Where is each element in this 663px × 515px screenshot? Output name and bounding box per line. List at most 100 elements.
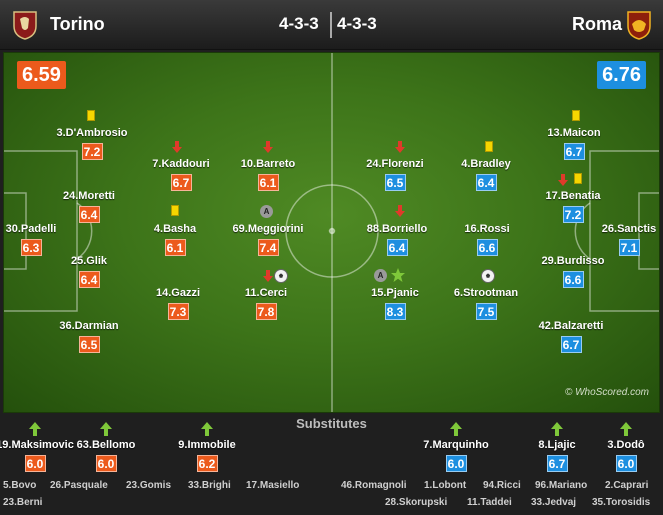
player-name: 30.Padelli (5, 223, 57, 235)
player-rating: 6.4 (78, 206, 100, 223)
player-away-borriello[interactable]: 88.Borriello 6.4 (347, 222, 447, 257)
player-name: 11.Cerci (244, 287, 288, 299)
player-name: 24.Florenzi (366, 158, 424, 170)
match-header: Torino 4-3-3 4-3-3 Roma (0, 0, 663, 50)
torino-crest-icon (13, 11, 37, 40)
yellow-card-icon (572, 110, 580, 121)
bench-player[interactable]: 23.Gomis (126, 480, 172, 491)
player-name: 88.Borriello (366, 223, 428, 235)
player-rating: 6.3 (20, 239, 42, 256)
player-name: 15.Pjanic (371, 287, 419, 299)
sub-on-arrow-icon (551, 422, 563, 436)
player-away-pjanic[interactable]: 15.Pjanic 8.3 (345, 286, 445, 321)
sub-home-bellomo[interactable]: 63.Bellomo 6.0 (66, 422, 146, 473)
sub-on-arrow-icon (29, 422, 41, 436)
player-name: 24.Moretti (63, 190, 115, 202)
player-home-basha[interactable]: 4.Basha 6.1 (125, 222, 225, 257)
home-team-rating: 6.59 (17, 61, 66, 89)
bench-player[interactable]: 1.Lobont (424, 480, 467, 491)
away-formation: 4-3-3 (337, 14, 377, 33)
player-name: 10.Barreto (240, 158, 296, 170)
player-home-meggiorini[interactable]: 69.Meggiorini 7.4 (218, 222, 318, 257)
player-rating: 6.4 (78, 271, 100, 288)
sub-home-maksimovic[interactable]: 19.Maksimovic 6.0 (0, 422, 75, 473)
player-away-sanctis[interactable]: 26.Sanctis 7.1 (579, 222, 659, 257)
away-team-name[interactable]: Roma (572, 14, 623, 34)
player-name: 3.Dodô (607, 439, 645, 451)
sub-off-arrow-icon (395, 205, 405, 217)
player-home-cerci[interactable]: 11.Cerci 7.8 (216, 286, 316, 321)
sub-on-arrow-icon (620, 422, 632, 436)
player-away-florenzi[interactable]: 24.Florenzi 6.5 (345, 157, 445, 192)
home-team-name[interactable]: Torino (50, 14, 105, 34)
player-rating: 7.2 (81, 143, 103, 160)
bench-player[interactable]: 33.Jedvaj (531, 497, 577, 508)
player-rating: 6.7 (170, 174, 192, 191)
sub-on-arrow-icon (100, 422, 112, 436)
sub-away-marquinho[interactable]: 7.Marquinho 6.0 (416, 422, 496, 473)
bench-player[interactable]: 33.Brighi (188, 480, 231, 491)
player-name: 7.Marquinho (423, 439, 489, 451)
pitch: 6.59 6.76 3.D'Ambrosio 7.2 7.Kaddouri 6.… (3, 52, 660, 413)
player-rating: 7.2 (562, 206, 584, 223)
bench-player[interactable]: 28.Skorupski (385, 497, 448, 508)
bench-player[interactable]: 96.Mariano (535, 480, 588, 491)
sub-home-immobile[interactable]: 9.Immobile 6.2 (167, 422, 247, 473)
pitch-markings (4, 53, 659, 412)
player-name: 36.Darmian (59, 320, 119, 332)
player-home-barreto[interactable]: 10.Barreto 6.1 (218, 157, 318, 192)
yellow-card-icon (171, 205, 179, 216)
bench-player[interactable]: 35.Torosidis (592, 497, 651, 508)
player-rating: 6.4 (386, 239, 408, 256)
player-home-dambrosio[interactable]: 3.D'Ambrosio 7.2 (42, 126, 142, 161)
bench-player[interactable]: 2.Caprari (605, 480, 649, 491)
bench-player[interactable]: 94.Ricci (483, 480, 521, 491)
sub-on-arrow-icon (450, 422, 462, 436)
player-away-maicon[interactable]: 13.Maicon 6.7 (524, 126, 624, 161)
player-name: 69.Meggiorini (232, 223, 304, 235)
bench-player[interactable]: 17.Masiello (246, 480, 300, 491)
sub-on-arrow-icon (201, 422, 213, 436)
player-rating: 7.1 (618, 239, 640, 256)
player-away-rossi[interactable]: 16.Rossi 6.6 (437, 222, 537, 257)
player-rating: 6.7 (546, 455, 568, 472)
player-away-strootman[interactable]: 6.Strootman 7.5 (436, 286, 536, 321)
player-rating: 6.0 (615, 455, 637, 472)
bench-player[interactable]: 23.Berni (3, 497, 43, 508)
player-name: 4.Bradley (461, 158, 511, 170)
sub-off-arrow-icon (558, 174, 568, 186)
bench-player[interactable]: 26.Pasquale (50, 480, 108, 491)
home-formation: 4-3-3 (279, 14, 319, 33)
bench-player[interactable]: 11.Taddei (467, 497, 512, 508)
player-rating: 6.1 (257, 174, 279, 191)
player-away-burdisso[interactable]: 29.Burdisso 6.6 (523, 254, 623, 289)
player-away-balzaretti[interactable]: 42.Balzaretti 6.7 (521, 319, 621, 354)
player-away-benatia[interactable]: 17.Benatia 7.2 (523, 189, 623, 224)
player-home-gazzi[interactable]: 14.Gazzi 7.3 (128, 286, 228, 321)
sub-off-arrow-icon (395, 141, 405, 153)
bench-player[interactable]: 46.Romagnoli (341, 480, 407, 491)
player-away-bradley[interactable]: 4.Bradley 6.4 (436, 157, 536, 192)
player-home-glik[interactable]: 25.Glik 6.4 (39, 254, 139, 289)
player-rating: 8.3 (384, 303, 406, 320)
player-name: 13.Maicon (547, 127, 601, 139)
bench-player[interactable]: 5.Bovo (3, 480, 37, 491)
star-icon (391, 268, 405, 282)
player-rating: 6.6 (476, 239, 498, 256)
player-home-darmian[interactable]: 36.Darmian 6.5 (39, 319, 139, 354)
substitutes-title: Substitutes (296, 416, 367, 431)
captain-icon: A (374, 269, 387, 282)
player-rating: 6.2 (196, 455, 218, 472)
sub-away-ljajic[interactable]: 8.Ljajic 6.7 (517, 422, 597, 473)
player-rating: 6.0 (95, 455, 117, 472)
player-rating: 6.0 (24, 455, 46, 472)
player-home-kaddouri[interactable]: 7.Kaddouri 6.7 (131, 157, 231, 192)
yellow-card-icon (485, 141, 493, 152)
player-home-padelli[interactable]: 30.Padelli 6.3 (4, 222, 81, 257)
player-home-moretti[interactable]: 24.Moretti 6.4 (39, 189, 139, 224)
player-rating: 7.3 (167, 303, 189, 320)
sub-away-dodo[interactable]: 3.Dodô 6.0 (586, 422, 663, 473)
player-rating: 6.1 (164, 239, 186, 256)
player-name: 26.Sanctis (601, 223, 657, 235)
player-name: 9.Immobile (178, 439, 236, 451)
